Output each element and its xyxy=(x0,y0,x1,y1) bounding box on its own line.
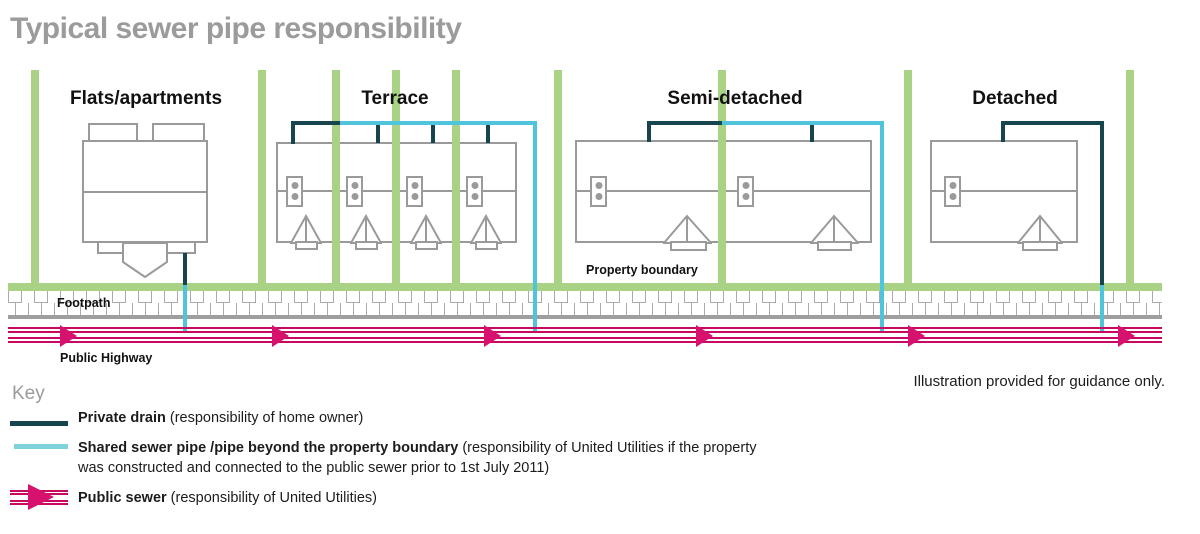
detached-private-drain-drop xyxy=(1100,121,1104,285)
detached-door xyxy=(944,176,961,207)
key-description: (responsibility of United Utilities if t… xyxy=(78,440,757,476)
property-boundary-line xyxy=(258,70,266,291)
semi-house-step xyxy=(670,241,707,251)
property-boundary-line xyxy=(452,70,460,291)
terrace-house-gable xyxy=(470,214,502,244)
semi-private-drain-run xyxy=(647,121,722,125)
terrace-house-step xyxy=(355,241,378,250)
public-sewer-line-bottom xyxy=(8,337,1162,343)
semi-house-step xyxy=(817,241,852,251)
terrace-house-floor-line xyxy=(278,190,334,192)
key-heading: Key xyxy=(12,383,45,404)
sewer-flow-arrow xyxy=(696,325,713,347)
semi-private-drain-riser xyxy=(647,121,651,142)
key-entry-public-sewer: Public sewer (responsibility of United U… xyxy=(78,488,758,508)
footpath-label: Footpath xyxy=(57,296,111,310)
terrace-house-floor-line xyxy=(338,190,394,192)
flats-private-drain-pipe xyxy=(183,253,187,285)
detached-private-drain-riser xyxy=(1001,121,1005,142)
guidance-note: Illustration provided for guidance only. xyxy=(913,373,1165,390)
sewer-flow-arrow xyxy=(60,325,77,347)
heading-flats: Flats/apartments xyxy=(69,88,223,109)
page-title: Typical sewer pipe responsibility xyxy=(10,12,462,45)
property-boundary-line xyxy=(1126,70,1134,291)
key-term: Shared sewer pipe /pipe beyond the prope… xyxy=(78,440,459,456)
terrace-house-step xyxy=(415,241,438,250)
terrace-house-door xyxy=(406,176,423,207)
terrace-house-door xyxy=(286,176,303,207)
semi-house-gable xyxy=(810,214,859,244)
detached-gable xyxy=(1017,214,1063,244)
flats-shared-sewer-pipe xyxy=(183,285,187,332)
key-term: Private drain xyxy=(78,410,166,426)
key-term: Public sewer xyxy=(78,490,167,506)
property-boundary-line xyxy=(392,70,400,291)
terrace-house-gable xyxy=(350,214,382,244)
semi-private-drain-stub xyxy=(810,124,814,142)
terrace-house-floor-line xyxy=(458,190,515,192)
semi-shared-sewer-run xyxy=(722,121,884,125)
heading-semi-detached: Semi-detached xyxy=(667,88,803,109)
terrace-private-drain-stub xyxy=(486,124,490,143)
key-entry-shared-sewer: Shared sewer pipe /pipe beyond the prope… xyxy=(78,438,758,478)
semi-house-gable xyxy=(663,214,712,244)
terrace-shared-sewer-drop xyxy=(533,121,537,332)
flats-entrance-shape xyxy=(122,242,168,279)
semi-house-floor-line xyxy=(577,190,720,192)
key-swatch-public-sewer-arrow xyxy=(28,484,54,510)
key-description: (responsibility of United Utilities) xyxy=(166,490,377,506)
terrace-house-step xyxy=(295,241,318,250)
sewer-flow-arrow xyxy=(272,325,289,347)
semi-house-floor-line xyxy=(723,190,870,192)
key-description: (responsibility of home owner) xyxy=(165,410,364,426)
terrace-private-drain-stub xyxy=(431,124,435,143)
terrace-private-drain-run xyxy=(291,121,340,125)
terrace-house-step xyxy=(475,241,498,250)
detached-step xyxy=(1022,241,1058,251)
flats-floor-line xyxy=(84,191,206,193)
detached-shared-sewer-drop xyxy=(1100,285,1104,332)
public-highway-label: Public Highway xyxy=(60,351,153,365)
terrace-house-gable xyxy=(410,214,442,244)
footpath-kerb xyxy=(8,315,1162,319)
footpath-paving xyxy=(8,291,1162,315)
detached-floor-line xyxy=(932,190,1076,192)
property-boundary-line xyxy=(554,70,562,291)
terrace-private-drain-stub xyxy=(376,124,380,143)
heading-detached: Detached xyxy=(972,88,1058,109)
terrace-house-floor-line xyxy=(398,190,454,192)
sewer-flow-arrow xyxy=(1118,325,1135,347)
sewer-flow-arrow xyxy=(908,325,925,347)
detached-private-drain-run xyxy=(1001,121,1104,125)
semi-house-door xyxy=(737,176,754,207)
sewer-flow-arrow xyxy=(484,325,501,347)
key-entry-private-drain: Private drain (responsibility of home ow… xyxy=(78,408,758,428)
terrace-private-drain-riser xyxy=(291,121,295,144)
property-boundary-line xyxy=(31,70,39,291)
property-boundary-line xyxy=(904,70,912,291)
semi-house-door xyxy=(590,176,607,207)
key-swatch-shared-sewer xyxy=(14,444,68,449)
heading-terrace: Terrace xyxy=(361,88,429,109)
terrace-house-gable xyxy=(290,214,322,244)
key-swatch-private-drain xyxy=(10,421,68,426)
semi-shared-sewer-drop xyxy=(880,121,884,332)
property-boundary-label: Property boundary xyxy=(586,263,698,277)
property-boundary-line xyxy=(332,70,340,291)
terrace-shared-sewer-run xyxy=(340,121,537,125)
terrace-house-door xyxy=(466,176,483,207)
property-boundary-line xyxy=(718,70,726,291)
public-sewer-line-top xyxy=(8,327,1162,333)
footpath-verge xyxy=(8,283,1162,291)
terrace-house-door xyxy=(346,176,363,207)
